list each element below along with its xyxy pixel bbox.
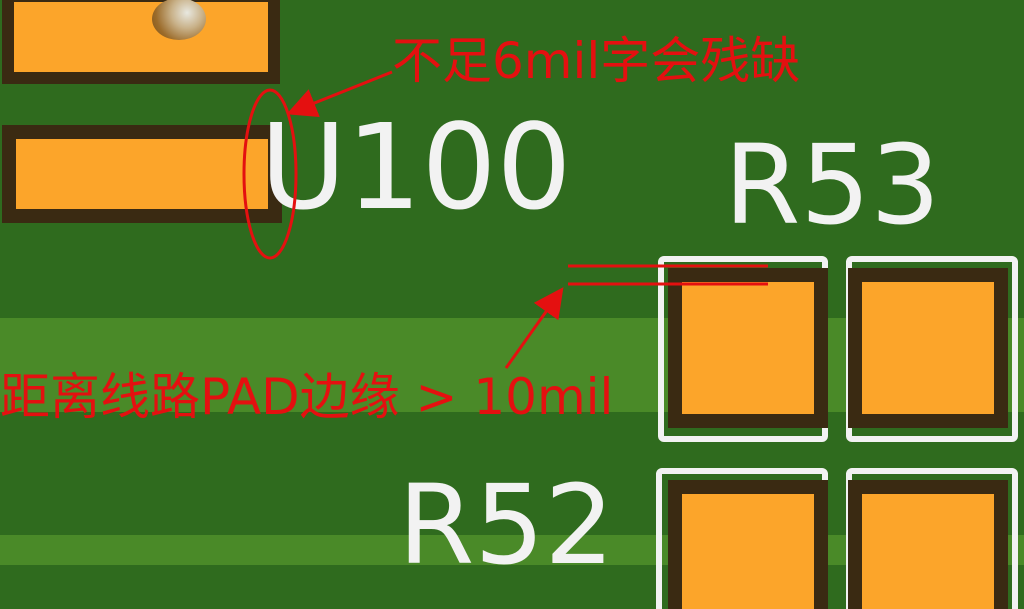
r53-label: R53 [724, 121, 941, 249]
r53-left-pad [668, 268, 828, 428]
u100-pad-middle [2, 125, 282, 223]
r53-right-pad [848, 268, 1008, 428]
via-hole [152, 0, 206, 40]
r52-left-pad [668, 480, 828, 609]
u100-label: U100 [260, 98, 572, 236]
r52-label: R52 [398, 461, 615, 589]
annotation-clearance-note: 距离线路PAD边缘 > 10mil [0, 368, 614, 426]
annotation-min-width-note: 不足6mil字会残缺 [392, 32, 801, 90]
r52-right-pad [848, 480, 1008, 609]
u100-pad-top [2, 0, 280, 84]
